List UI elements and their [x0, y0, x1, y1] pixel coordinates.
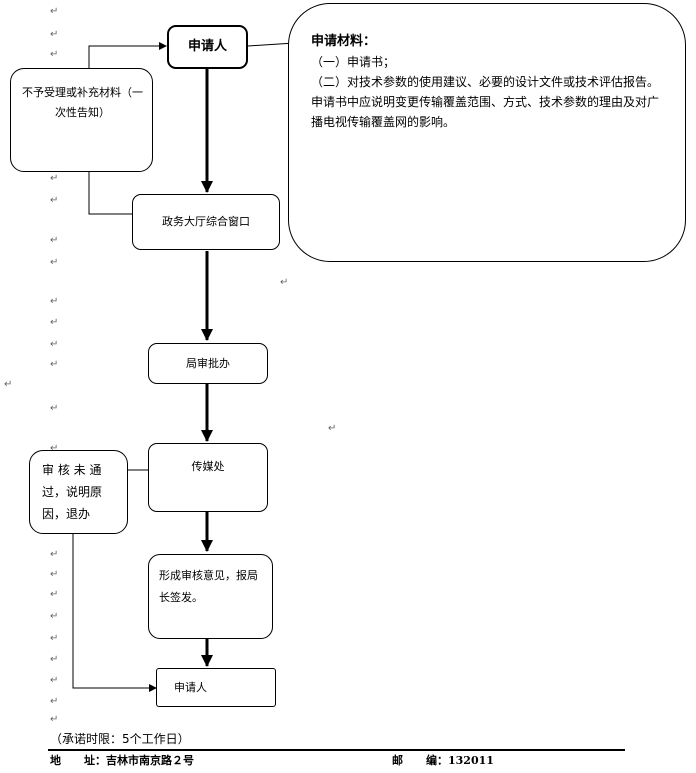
- return-mark: ↵: [50, 359, 59, 370]
- return-mark: ↵: [50, 611, 59, 622]
- materials-item-2: （二）对技术参数的使用建议、必要的设计文件或技术评估报告。申请书中应说明变更传输…: [311, 75, 660, 129]
- bureau-approval-box: 局审批办: [148, 343, 268, 384]
- return-mark: ↵: [50, 235, 59, 246]
- return-mark: ↵: [50, 29, 59, 40]
- service-window-label: 政务大厅综合窗口: [162, 215, 250, 228]
- return-mark: ↵: [50, 173, 59, 184]
- materials-box: 申请材料： （一）申请书； （二）对技术参数的使用建议、必要的设计文件或技术评估…: [288, 3, 686, 262]
- return-mark: ↵: [50, 296, 59, 307]
- return-mark: ↵: [280, 277, 289, 288]
- return-mark: ↵: [50, 633, 59, 644]
- return-mark: ↵: [50, 49, 59, 60]
- applicant-top-label: 申请人: [187, 39, 227, 54]
- applicant-top-box: 申请人: [167, 25, 248, 69]
- form-opinion-box: 形成审核意见，报局长签发。: [148, 554, 273, 639]
- loop-to-applicant: [88, 42, 167, 68]
- return-mark: ↵: [50, 6, 59, 17]
- return-mark: ↵: [4, 379, 13, 390]
- return-mark: ↵: [50, 696, 59, 707]
- loop-failed-to-applicant: [72, 534, 157, 692]
- return-mark: ↵: [50, 654, 59, 665]
- return-mark: ↵: [50, 339, 59, 350]
- form-opinion-label: 形成审核意见，报局长签发。: [159, 569, 258, 604]
- return-mark: ↵: [50, 569, 59, 580]
- media-office-label: 传媒处: [191, 460, 225, 473]
- applicant-bottom-box: 申请人: [156, 668, 276, 707]
- review-failed-box: 审 核 未 通 过，说明原因，退办: [29, 450, 128, 534]
- time-limit-note: （承诺时限：5个工作日）: [50, 732, 190, 746]
- return-mark: ↵: [50, 317, 59, 328]
- return-mark: ↵: [50, 675, 59, 686]
- return-mark: ↵: [50, 589, 59, 600]
- return-mark: ↵: [50, 549, 59, 560]
- return-mark: ↵: [328, 423, 337, 434]
- footer-address: 地 址：吉林市南京路２号: [50, 754, 194, 767]
- return-mark: ↵: [50, 403, 59, 414]
- applicant-bottom-label: 申请人: [174, 680, 207, 694]
- media-office-box: 传媒处: [148, 443, 268, 512]
- reject-supplement-box: 不予受理或补充材料（一次性告知）: [10, 68, 153, 172]
- footer-postcode: 邮 编：132011: [392, 754, 494, 767]
- review-failed-label: 审 核 未 通 过，说明原因，退办: [42, 463, 103, 521]
- materials-item-1: （一）申请书；: [311, 55, 396, 69]
- service-window-box: 政务大厅综合窗口: [132, 194, 280, 250]
- return-mark: ↵: [50, 257, 59, 268]
- materials-title: 申请材料：: [311, 34, 377, 49]
- return-mark: ↵: [50, 714, 59, 725]
- return-mark: ↵: [50, 195, 59, 206]
- bureau-approval-label: 局审批办: [186, 356, 230, 370]
- loop-from-window: [88, 172, 132, 215]
- return-mark: ↵: [50, 443, 59, 454]
- reject-supplement-label: 不予受理或补充材料（一次性告知）: [22, 86, 143, 119]
